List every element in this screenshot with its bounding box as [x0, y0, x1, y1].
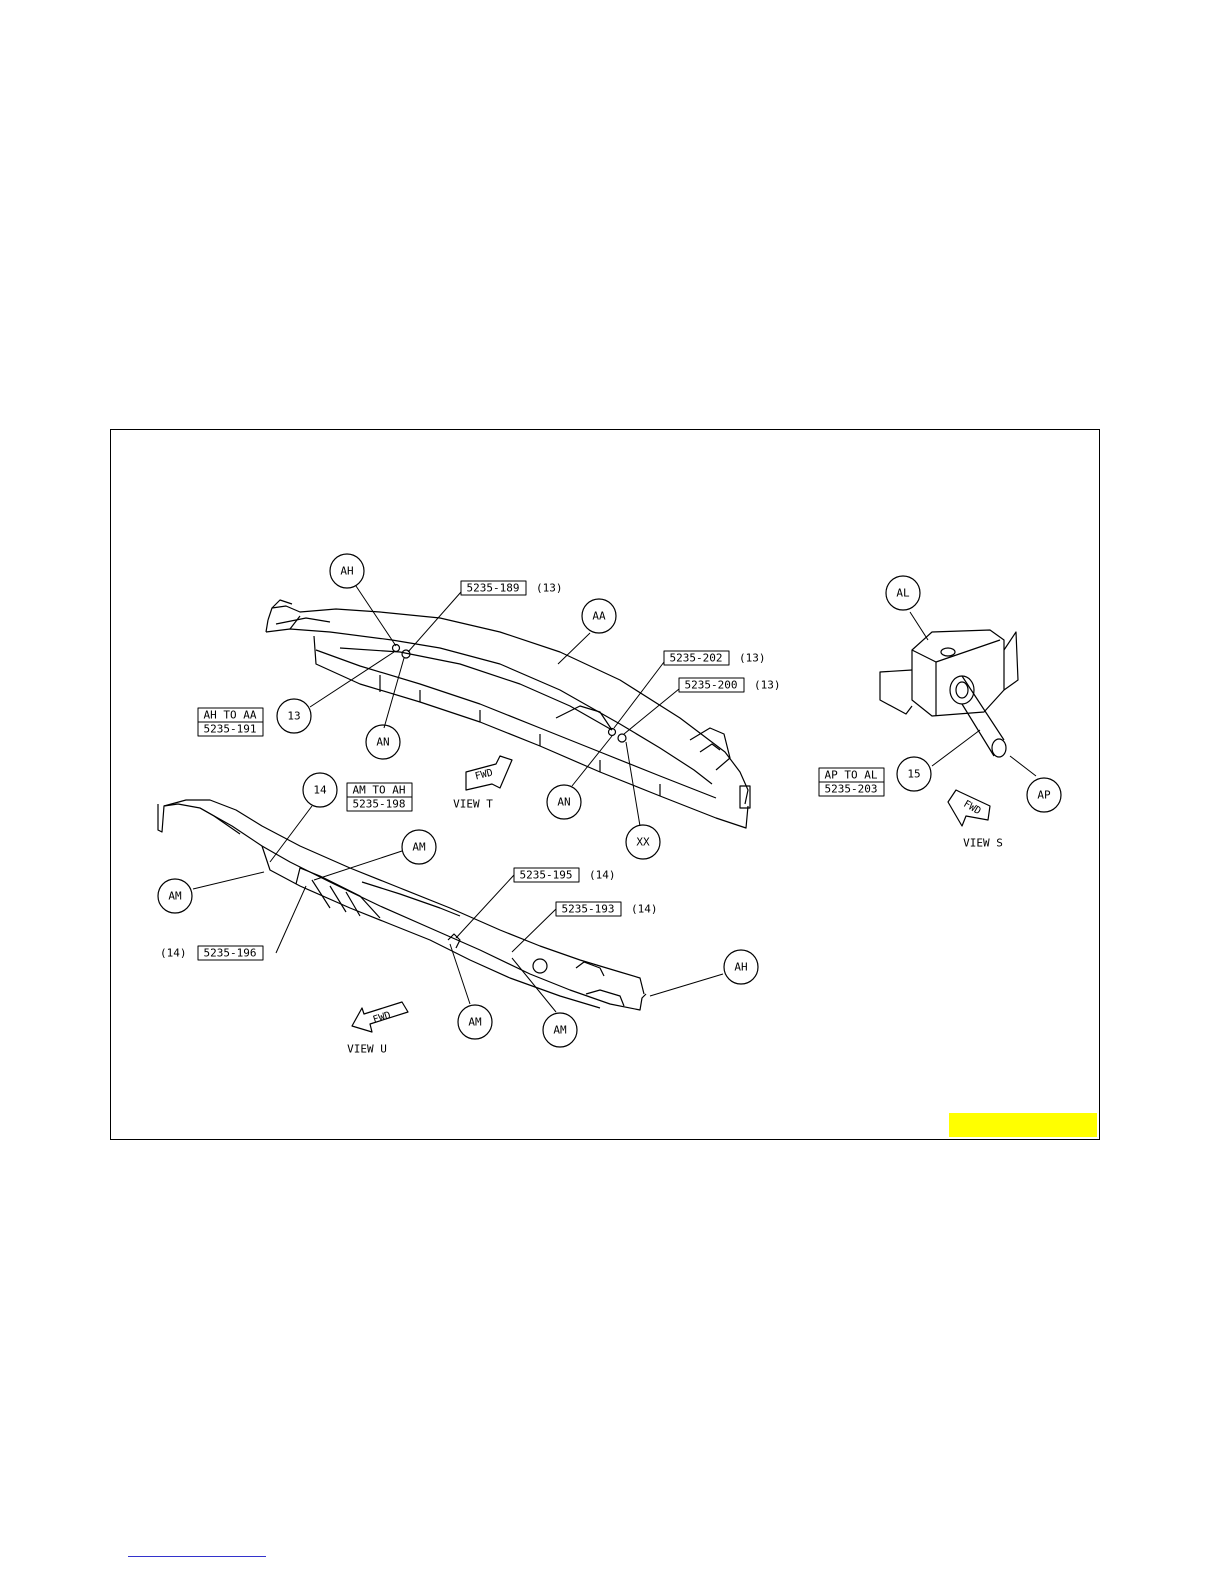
balloon-aa: AA — [592, 610, 606, 623]
quantity: (14) — [631, 903, 658, 916]
quantity: (14) — [589, 869, 616, 882]
quantity: (13) — [536, 582, 563, 595]
part-number: 5235-196 — [204, 947, 257, 960]
part-number: 5235-191 — [204, 723, 257, 736]
balloon-ah: AH — [734, 961, 747, 974]
balloon-ah: AH — [340, 565, 353, 578]
balloon-am: AM — [412, 841, 426, 854]
balloon-circles — [158, 554, 1061, 1047]
part-al-drawing — [880, 630, 1018, 757]
balloon-an: AN — [557, 796, 570, 809]
part-number: 5235-189 — [467, 582, 520, 595]
fastening-note: AM TO AH — [353, 784, 406, 797]
balloon-15: 15 — [907, 768, 920, 781]
quantity: (14) — [160, 947, 187, 960]
view-label: VIEW T — [453, 798, 493, 811]
quantity: (13) — [754, 679, 781, 692]
part-number: 5235-198 — [353, 798, 406, 811]
fwd-label: FWD — [372, 1010, 393, 1026]
balloon-al: AL — [896, 587, 910, 600]
part-aa-drawing — [266, 600, 750, 828]
leader-lines — [193, 586, 1036, 1012]
callout-boxes — [198, 581, 884, 960]
fwd-label: FWD — [474, 767, 494, 782]
balloon-am: AM — [468, 1016, 482, 1029]
balloon-ap: AP — [1037, 789, 1051, 802]
fastening-note: AP TO AL — [825, 769, 878, 782]
part-number: 5235-203 — [825, 783, 878, 796]
part-number: 5235-195 — [520, 869, 573, 882]
view-label: VIEW S — [963, 837, 1003, 850]
balloon-xx: XX — [636, 836, 650, 849]
balloon-an: AN — [376, 736, 389, 749]
part-number: 5235-193 — [562, 903, 615, 916]
part-number: 5235-200 — [685, 679, 738, 692]
fastening-note: AH TO AA — [204, 709, 257, 722]
balloon-14: 14 — [313, 784, 327, 797]
part-number: 5235-202 — [670, 652, 723, 665]
view-label: VIEW U — [347, 1043, 387, 1056]
balloon-am: AM — [553, 1024, 567, 1037]
highlight-fill — [949, 1113, 1097, 1137]
fwd-arrows — [352, 756, 990, 1032]
quantity: (13) — [739, 652, 766, 665]
balloon-13: 13 — [287, 710, 300, 723]
balloon-am: AM — [168, 890, 182, 903]
